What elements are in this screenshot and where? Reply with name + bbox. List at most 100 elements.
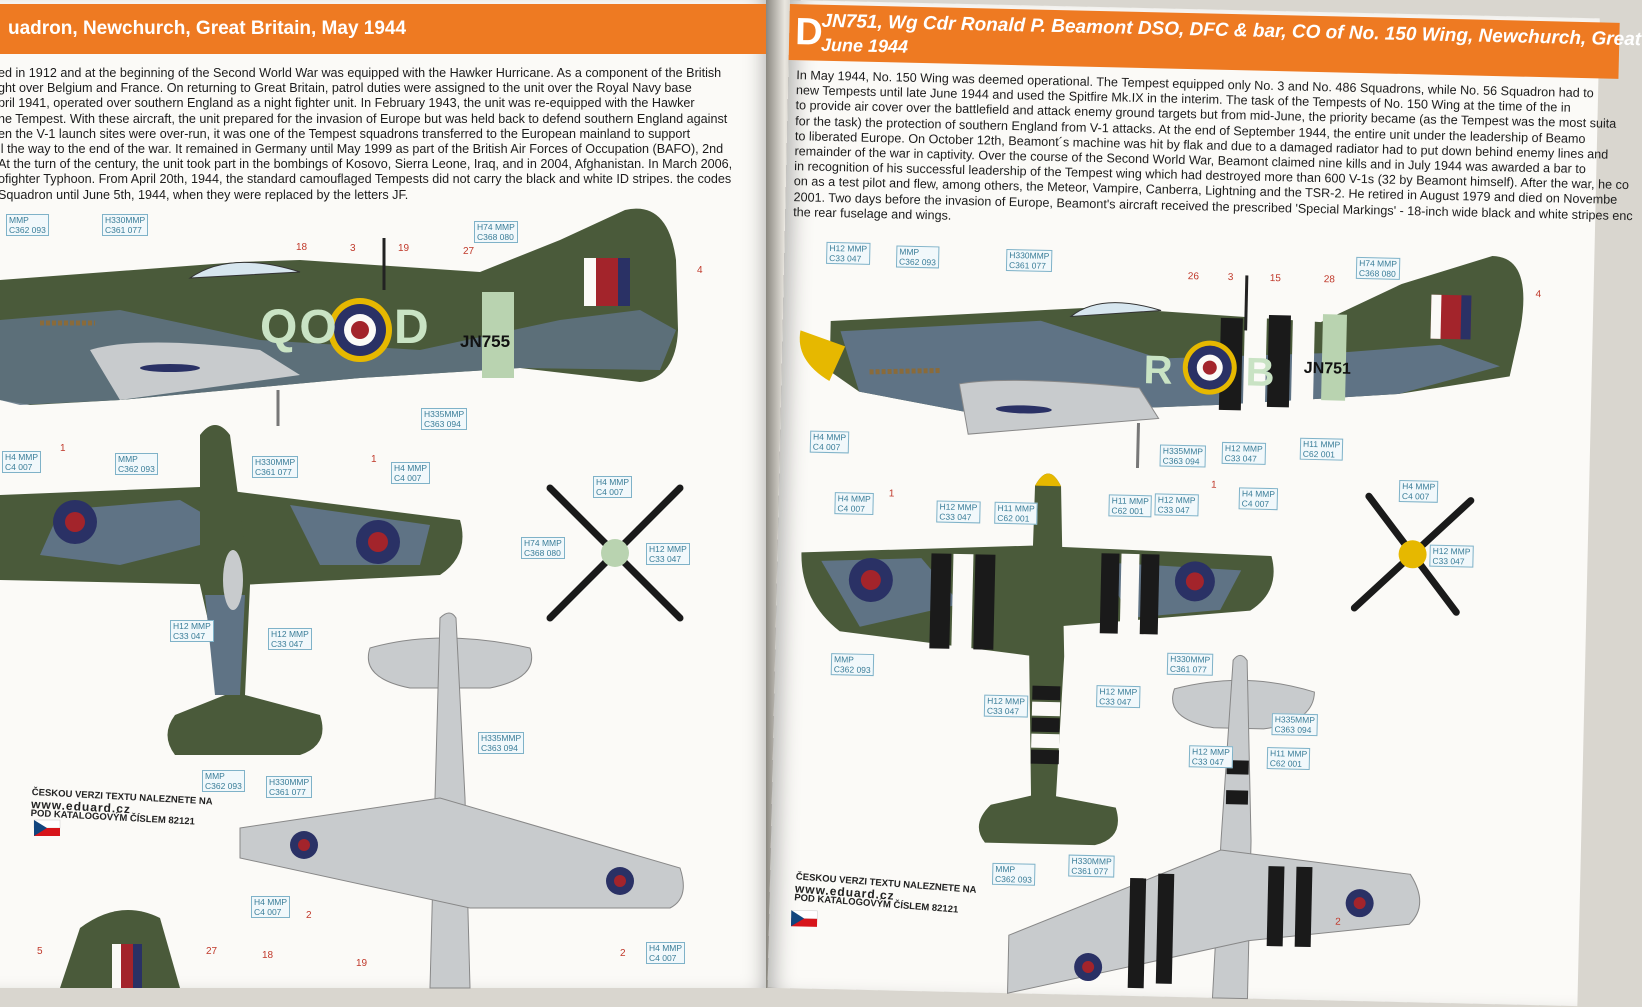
text-line: ed in 1912 and at the beginning of the S… bbox=[0, 66, 722, 80]
text-line: en the V-1 launch sites were over-run, i… bbox=[0, 126, 691, 141]
stencil-number: 27 bbox=[206, 946, 218, 957]
stencil-number: 26 bbox=[1187, 271, 1200, 283]
czech-flag-icon bbox=[790, 910, 818, 927]
stencil-number: 1 bbox=[371, 454, 377, 465]
stencil-number: 2 bbox=[1335, 916, 1341, 928]
czech-flag-icon bbox=[33, 819, 61, 836]
left-profile-banner: uadron, Newchurch, Great Britain, May 19… bbox=[0, 4, 766, 54]
text-line: ll the way to the end of the war. It rem… bbox=[0, 142, 724, 157]
stencil-number: 3 bbox=[350, 243, 356, 254]
left-code-letter-individual: D bbox=[394, 301, 429, 354]
right-propeller bbox=[1350, 492, 1475, 616]
right-serial: JN751 bbox=[1303, 359, 1352, 378]
right-banner-title: JN751, Wg Cdr Ronald P. Beamont DSO, DFC… bbox=[821, 10, 1642, 51]
stencil-number: 19 bbox=[356, 958, 368, 969]
stencil-number: 5 bbox=[37, 946, 43, 957]
stencil-number: 18 bbox=[262, 950, 274, 961]
right-profile-banner: D JN751, Wg Cdr Ronald P. Beamont DSO, D… bbox=[788, 3, 1641, 79]
stencil-number: 4 bbox=[697, 265, 703, 276]
text-line: pril 1941, operated over southern Englan… bbox=[0, 96, 695, 111]
text-line: At the turn of the century, the unit too… bbox=[0, 157, 733, 172]
stencil-number: 15 bbox=[1269, 272, 1282, 285]
left-serial: JN755 bbox=[460, 332, 511, 351]
text-line: he Tempest. With these aircraft, the uni… bbox=[0, 111, 728, 126]
left-propeller bbox=[546, 484, 684, 622]
left-page: uadron, Newchurch, Great Britain, May 19… bbox=[0, 0, 772, 989]
left-history-text: ed in 1912 and at the beginning of the S… bbox=[0, 66, 740, 203]
left-code-letters: QO bbox=[260, 301, 339, 354]
stencil-number: 2 bbox=[306, 910, 312, 921]
stencil-number: 3 bbox=[1227, 272, 1234, 284]
stencil-number: 2 bbox=[620, 948, 626, 959]
text-line: ght over Belgium and France. On returnin… bbox=[0, 81, 692, 96]
stencil-number: 19 bbox=[398, 243, 410, 254]
stencil-number: 18 bbox=[296, 242, 308, 253]
right-code-letter-left: R bbox=[1143, 348, 1174, 393]
stencil-number: 1 bbox=[1210, 479, 1217, 491]
left-side-profile-aircraft bbox=[0, 208, 678, 426]
right-underside-aircraft bbox=[1007, 654, 1421, 1000]
left-banner-title: uadron, Newchurch, Great Britain, May 19… bbox=[8, 18, 407, 39]
stencil-number: 1 bbox=[888, 488, 895, 500]
text-line: Squadron until June 5th, 1944, when they… bbox=[0, 187, 409, 202]
profile-letter: D bbox=[794, 11, 824, 54]
stencil-number: 4 bbox=[1535, 288, 1542, 301]
right-side-profile-aircraft bbox=[799, 256, 1524, 469]
left-top-view-aircraft bbox=[0, 425, 463, 755]
right-history-text: In May 1944, No. 150 Wing was deemed ope… bbox=[793, 68, 1633, 238]
stencil-number: 27 bbox=[463, 246, 475, 257]
left-underside-aircraft bbox=[239, 612, 684, 989]
right-code-letter-right: B bbox=[1245, 350, 1276, 396]
stencil-number: 1 bbox=[60, 443, 66, 454]
stencil-number: 28 bbox=[1323, 274, 1336, 286]
right-page: D JN751, Wg Cdr Ronald P. Beamont DSO, D… bbox=[767, 0, 1641, 1007]
right-top-view-aircraft bbox=[801, 473, 1274, 846]
left-next-profile-tail bbox=[60, 910, 180, 988]
right-banner-date: June 1944 bbox=[820, 34, 909, 57]
text-line: ofighter Typhoon. From April 20th, 1944,… bbox=[0, 172, 732, 187]
